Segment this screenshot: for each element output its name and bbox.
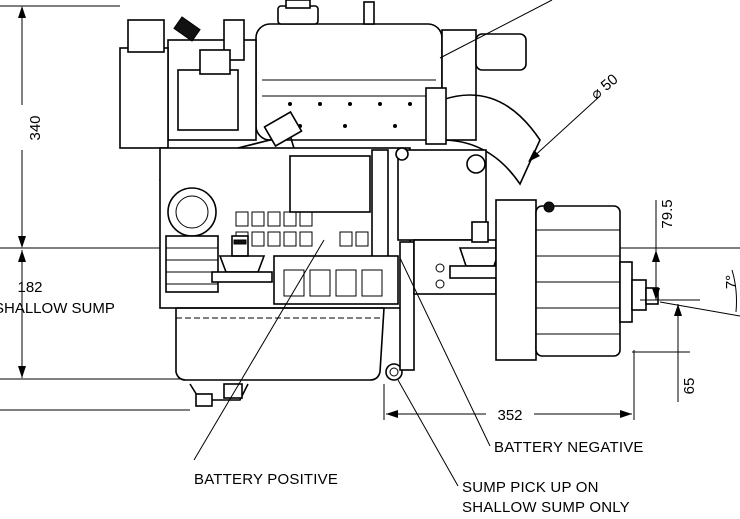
dimension-79-5: 79.5 (640, 199, 700, 301)
dim-182-text: 182 (17, 279, 42, 296)
dim-79-5-text: 79.5 (659, 199, 676, 228)
dimension-65: 65 (632, 304, 698, 402)
battery-negative-label: BATTERY NEGATIVE (494, 439, 644, 456)
battery-positive-label: BATTERY POSITIVE (194, 471, 338, 488)
dimension-182: 182 SHALLOW SUMP (0, 250, 180, 380)
shallow-sump-text: SHALLOW SUMP (0, 300, 115, 317)
dim-diameter-text: ⌀ 50 (588, 71, 622, 103)
sump-pickup-label-line1: SUMP PICK UP ON (462, 479, 599, 496)
dim-65-text: 65 (681, 378, 698, 395)
dim-340-text: 340 (27, 115, 44, 140)
dim-352-text: 352 (497, 407, 522, 424)
dimension-340: 340 (0, 5, 120, 248)
dimension-352: 352 (383, 350, 635, 424)
leader-lines (193, 239, 491, 487)
dimension-7-degree: 7° (659, 269, 740, 317)
dim-7-text: 7° (723, 275, 740, 289)
dimension-diameter-50: ⌀ 50 (528, 71, 621, 162)
engine-body (119, 0, 659, 407)
sump-pickup-label-line2: SHALLOW SUMP ONLY (462, 499, 630, 516)
